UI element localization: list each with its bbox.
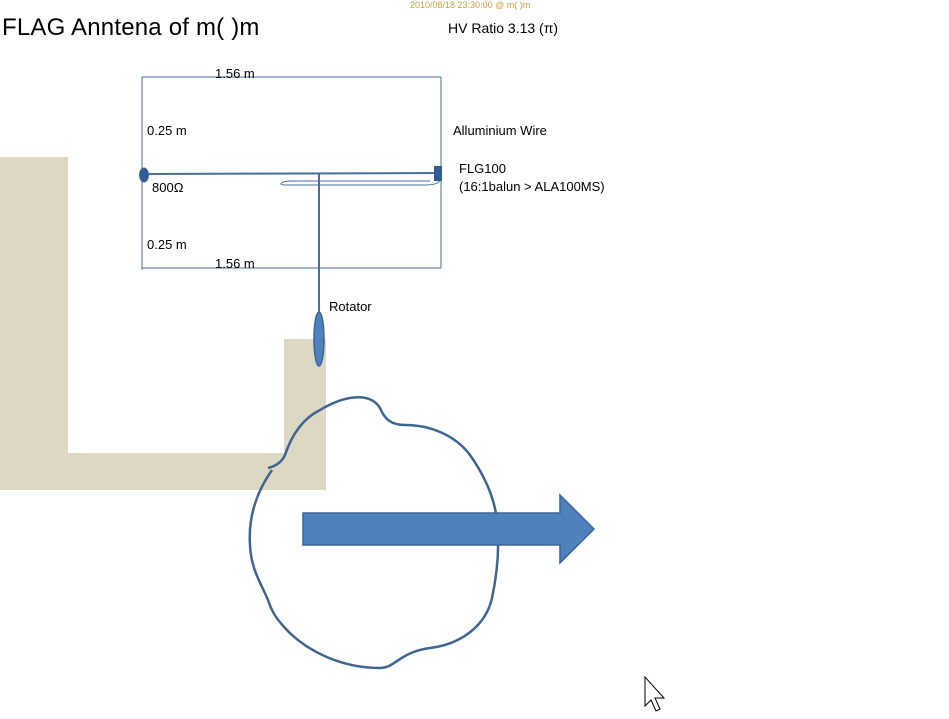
- rotator-label: Rotator: [329, 299, 372, 314]
- boom-horizontal: [143, 172, 440, 175]
- direction-arrow: [302, 493, 596, 565]
- rotator-element: [313, 311, 325, 367]
- page-title: FLAG Anntena of m( )m: [2, 14, 260, 41]
- feed-model-label: FLG100: [459, 161, 506, 176]
- hv-ratio: HV Ratio 3.13 (π): [448, 20, 559, 36]
- wall-left-vertical: [0, 157, 68, 490]
- upper-height-label: 0.25 m: [147, 123, 187, 138]
- lower-height-label: 0.25 m: [147, 237, 187, 252]
- resistor-label: 800Ω: [152, 180, 184, 195]
- timestamp: 2010/08/18 23:30:00 @ m( )m: [410, 0, 531, 10]
- feed-wire: [280, 174, 442, 186]
- feed-box: [434, 166, 442, 181]
- mouse-pointer-icon: [644, 675, 666, 712]
- bottom-width-label: 1.56 m: [215, 256, 255, 271]
- feed-detail-label: (16:1balun > ALA100MS): [459, 179, 605, 194]
- wire-label: Alluminium Wire: [453, 123, 547, 138]
- top-width-label: 1.56 m: [215, 66, 255, 81]
- reception-pattern: [248, 396, 500, 670]
- resistor-element: [139, 167, 149, 183]
